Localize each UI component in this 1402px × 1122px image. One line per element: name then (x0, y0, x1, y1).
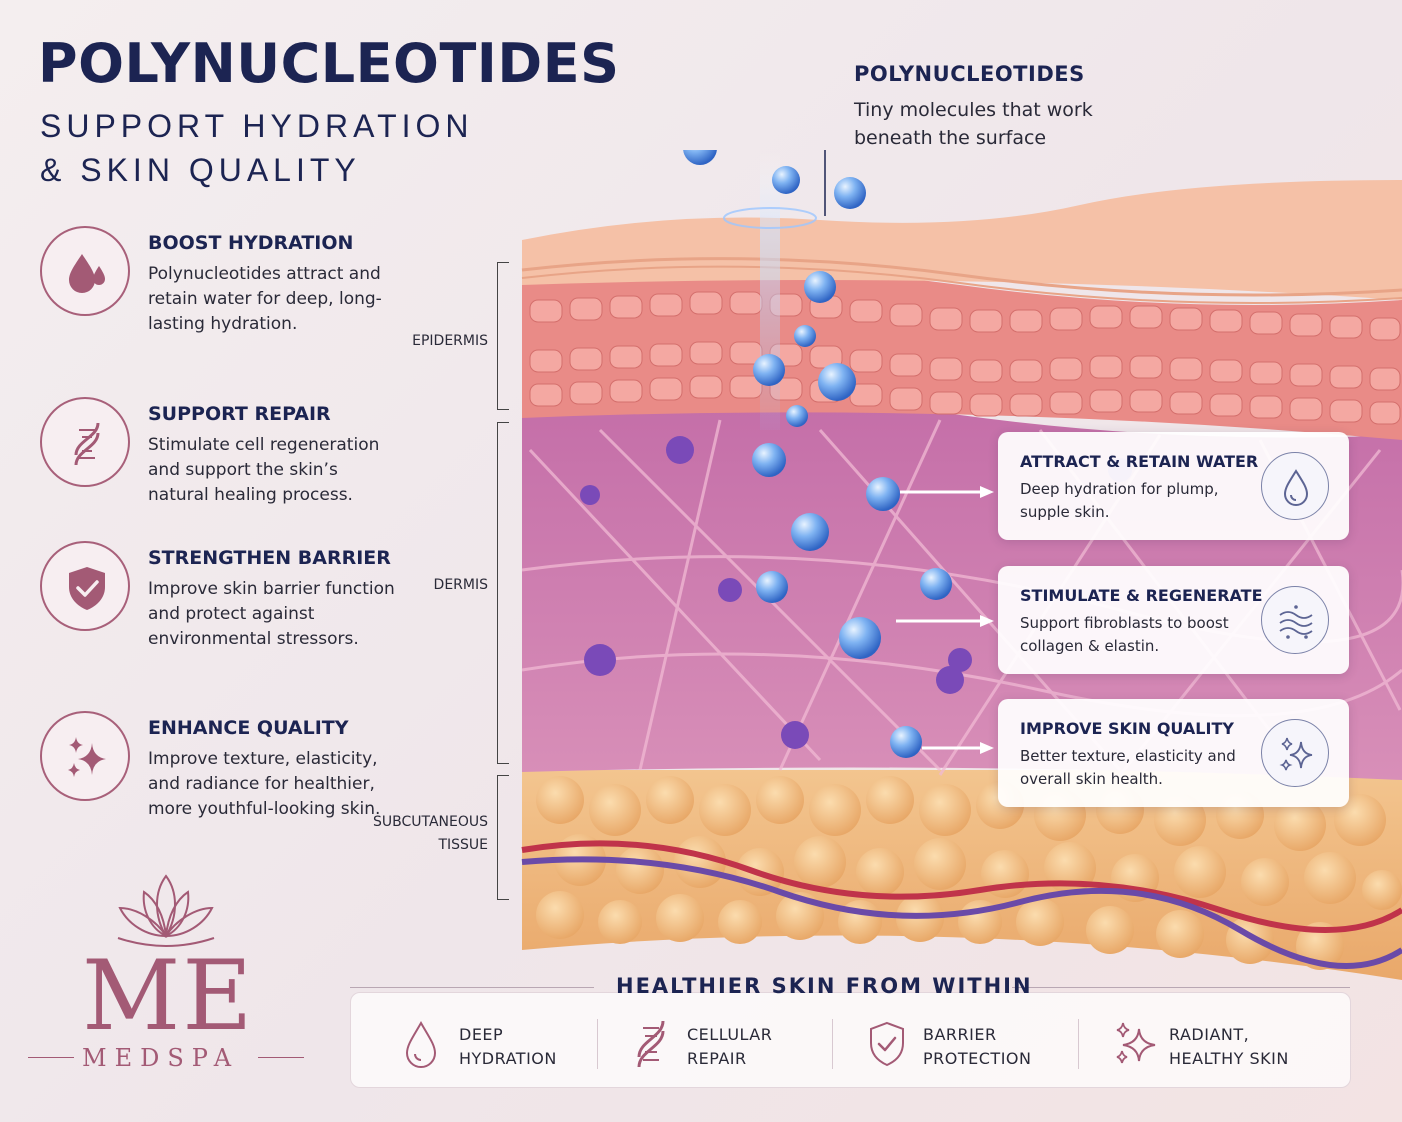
heading-rule-right (1012, 987, 1350, 988)
card-text: Better texture, elasticity and overall s… (1020, 747, 1236, 788)
molecule-callout-title: POLYNUCLEOTIDES (854, 62, 1085, 86)
summary-cellular-repair: CELLULAR REPAIR (631, 1019, 831, 1069)
dna-icon (40, 397, 130, 487)
logo-name: MEDSPA (82, 1044, 240, 1072)
fibroblast-icon (1261, 586, 1329, 654)
benefit-title: BOOST HYDRATION (148, 232, 354, 254)
card-attract-retain-water: ATTRACT & RETAIN WATER Deep hydration fo… (998, 432, 1349, 540)
summary-label: BARRIER PROTECTION (923, 1025, 1032, 1068)
bottom-heading: HEALTHIER SKIN FROM WITHIN (616, 974, 1033, 998)
benefit-title: ENHANCE QUALITY (148, 717, 349, 739)
polynucleotide-molecules (683, 150, 952, 758)
benefit-title: SUPPORT REPAIR (148, 403, 331, 425)
benefit-text: Improve skin barrier function and protec… (148, 579, 395, 649)
summary-label: RADIANT, HEALTHY SKIN (1169, 1025, 1289, 1068)
sparkles-icon (40, 711, 130, 801)
water-drop-icon (405, 1020, 437, 1068)
arrow-icon (922, 742, 994, 754)
benefit-support-repair: SUPPORT REPAIR Stimulate cell regenerati… (40, 397, 400, 507)
dermis-label: DERMIS (433, 577, 488, 593)
water-drops-icon (40, 226, 130, 316)
card-title: STIMULATE & REGENERATE (1020, 586, 1263, 605)
arrow-icon (896, 615, 994, 627)
water-drop-icon (1261, 452, 1329, 520)
benefit-text: Improve texture, elasticity, and radianc… (148, 749, 381, 819)
card-improve-skin-quality: IMPROVE SKIN QUALITY Better texture, ela… (998, 699, 1349, 807)
benefit-text: Stimulate cell regeneration and support … (148, 435, 380, 505)
heading-rule-left (350, 987, 594, 988)
sparkles-icon (1261, 719, 1329, 787)
summary-label: CELLULAR REPAIR (687, 1025, 773, 1068)
summary-divider (832, 1019, 833, 1069)
epidermis-label: EPIDERMIS (412, 333, 488, 349)
benefit-text: Polynucleotides attract and retain water… (148, 264, 382, 334)
benefit-enhance-quality: ENHANCE QUALITY Improve texture, elastic… (40, 711, 400, 831)
dermis-bracket (497, 422, 509, 764)
summary-divider (597, 1019, 598, 1069)
summary-deep-hydration: DEEP HYDRATION (403, 1019, 603, 1069)
summary-barrier-protection: BARRIER PROTECTION (867, 1019, 1087, 1069)
dna-icon (637, 1020, 665, 1068)
benefit-boost-hydration: BOOST HYDRATION Polynucleotides attract … (40, 226, 400, 346)
benefit-title: STRENGTHEN BARRIER (148, 547, 391, 569)
subcutaneous-bracket (497, 775, 509, 900)
arrow-icon (900, 486, 994, 498)
card-title: ATTRACT & RETAIN WATER (1020, 452, 1259, 471)
benefit-strengthen-barrier: STRENGTHEN BARRIER Improve skin barrier … (40, 541, 400, 681)
card-text: Deep hydration for plump, supple skin. (1020, 480, 1219, 521)
sparkles-icon (1116, 1022, 1156, 1064)
card-stimulate-regenerate: STIMULATE & REGENERATE Support fibroblas… (998, 566, 1349, 674)
logo-letters: ME (82, 940, 255, 1052)
logo-line-right (258, 1057, 304, 1058)
shield-check-icon (870, 1021, 904, 1067)
summary-divider (1078, 1019, 1079, 1069)
summary-label: DEEP HYDRATION (459, 1025, 557, 1068)
page-subtitle: SUPPORT HYDRATION & SKIN QUALITY (40, 108, 474, 188)
epidermis-cells (529, 291, 1401, 425)
logo-line-left (28, 1057, 74, 1058)
epidermis-bracket (497, 262, 509, 410)
bottom-summary-panel: DEEP HYDRATION CELLULAR REPAIR BARRIER P… (350, 992, 1351, 1088)
card-text: Support fibroblasts to boost collagen & … (1020, 614, 1229, 655)
subcutaneous-label: SUBCUTANEOUS TISSUE (372, 814, 488, 853)
lotus-logo-icon (117, 874, 215, 947)
page-title: POLYNUCLEOTIDES (38, 32, 620, 95)
summary-radiant-skin: RADIANT, HEALTHY SKIN (1113, 1019, 1333, 1069)
card-title: IMPROVE SKIN QUALITY (1020, 719, 1234, 738)
molecule-callout-text: Tiny molecules that work beneath the sur… (854, 99, 1093, 149)
shield-check-icon (40, 541, 130, 631)
